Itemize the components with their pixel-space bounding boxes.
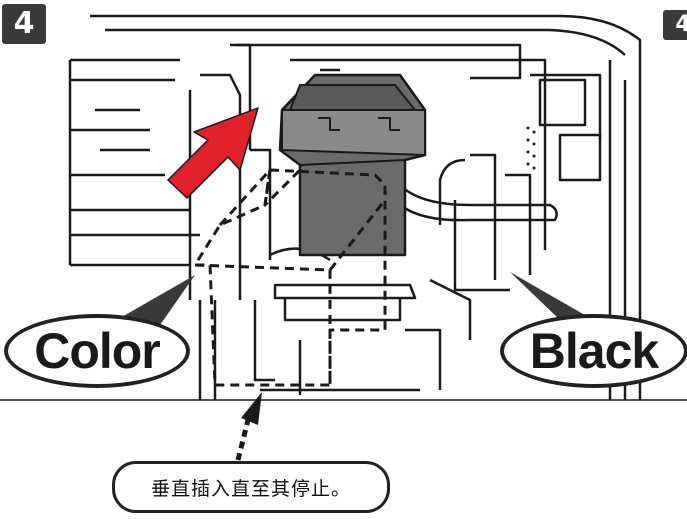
slot-contacts bbox=[526, 126, 536, 170]
black-pointer bbox=[510, 272, 590, 320]
step-number-badge: 4 bbox=[2, 4, 46, 44]
black-label: Black bbox=[529, 323, 659, 379]
red-push-arrow-icon bbox=[167, 107, 259, 199]
dotted-arrow-icon bbox=[235, 392, 262, 461]
instruction-box: 垂直插入直至其停止。 bbox=[112, 461, 390, 513]
black-callout: Black bbox=[500, 314, 687, 388]
insertion-guide-outline bbox=[193, 168, 387, 387]
next-step-number-badge: 4 bbox=[663, 10, 687, 40]
instruction-text: 垂直插入直至其停止。 bbox=[150, 477, 351, 500]
color-pointer bbox=[120, 275, 195, 325]
ink-cartridge bbox=[278, 73, 427, 257]
color-label: Color bbox=[34, 323, 161, 379]
color-callout: Color bbox=[4, 314, 190, 388]
